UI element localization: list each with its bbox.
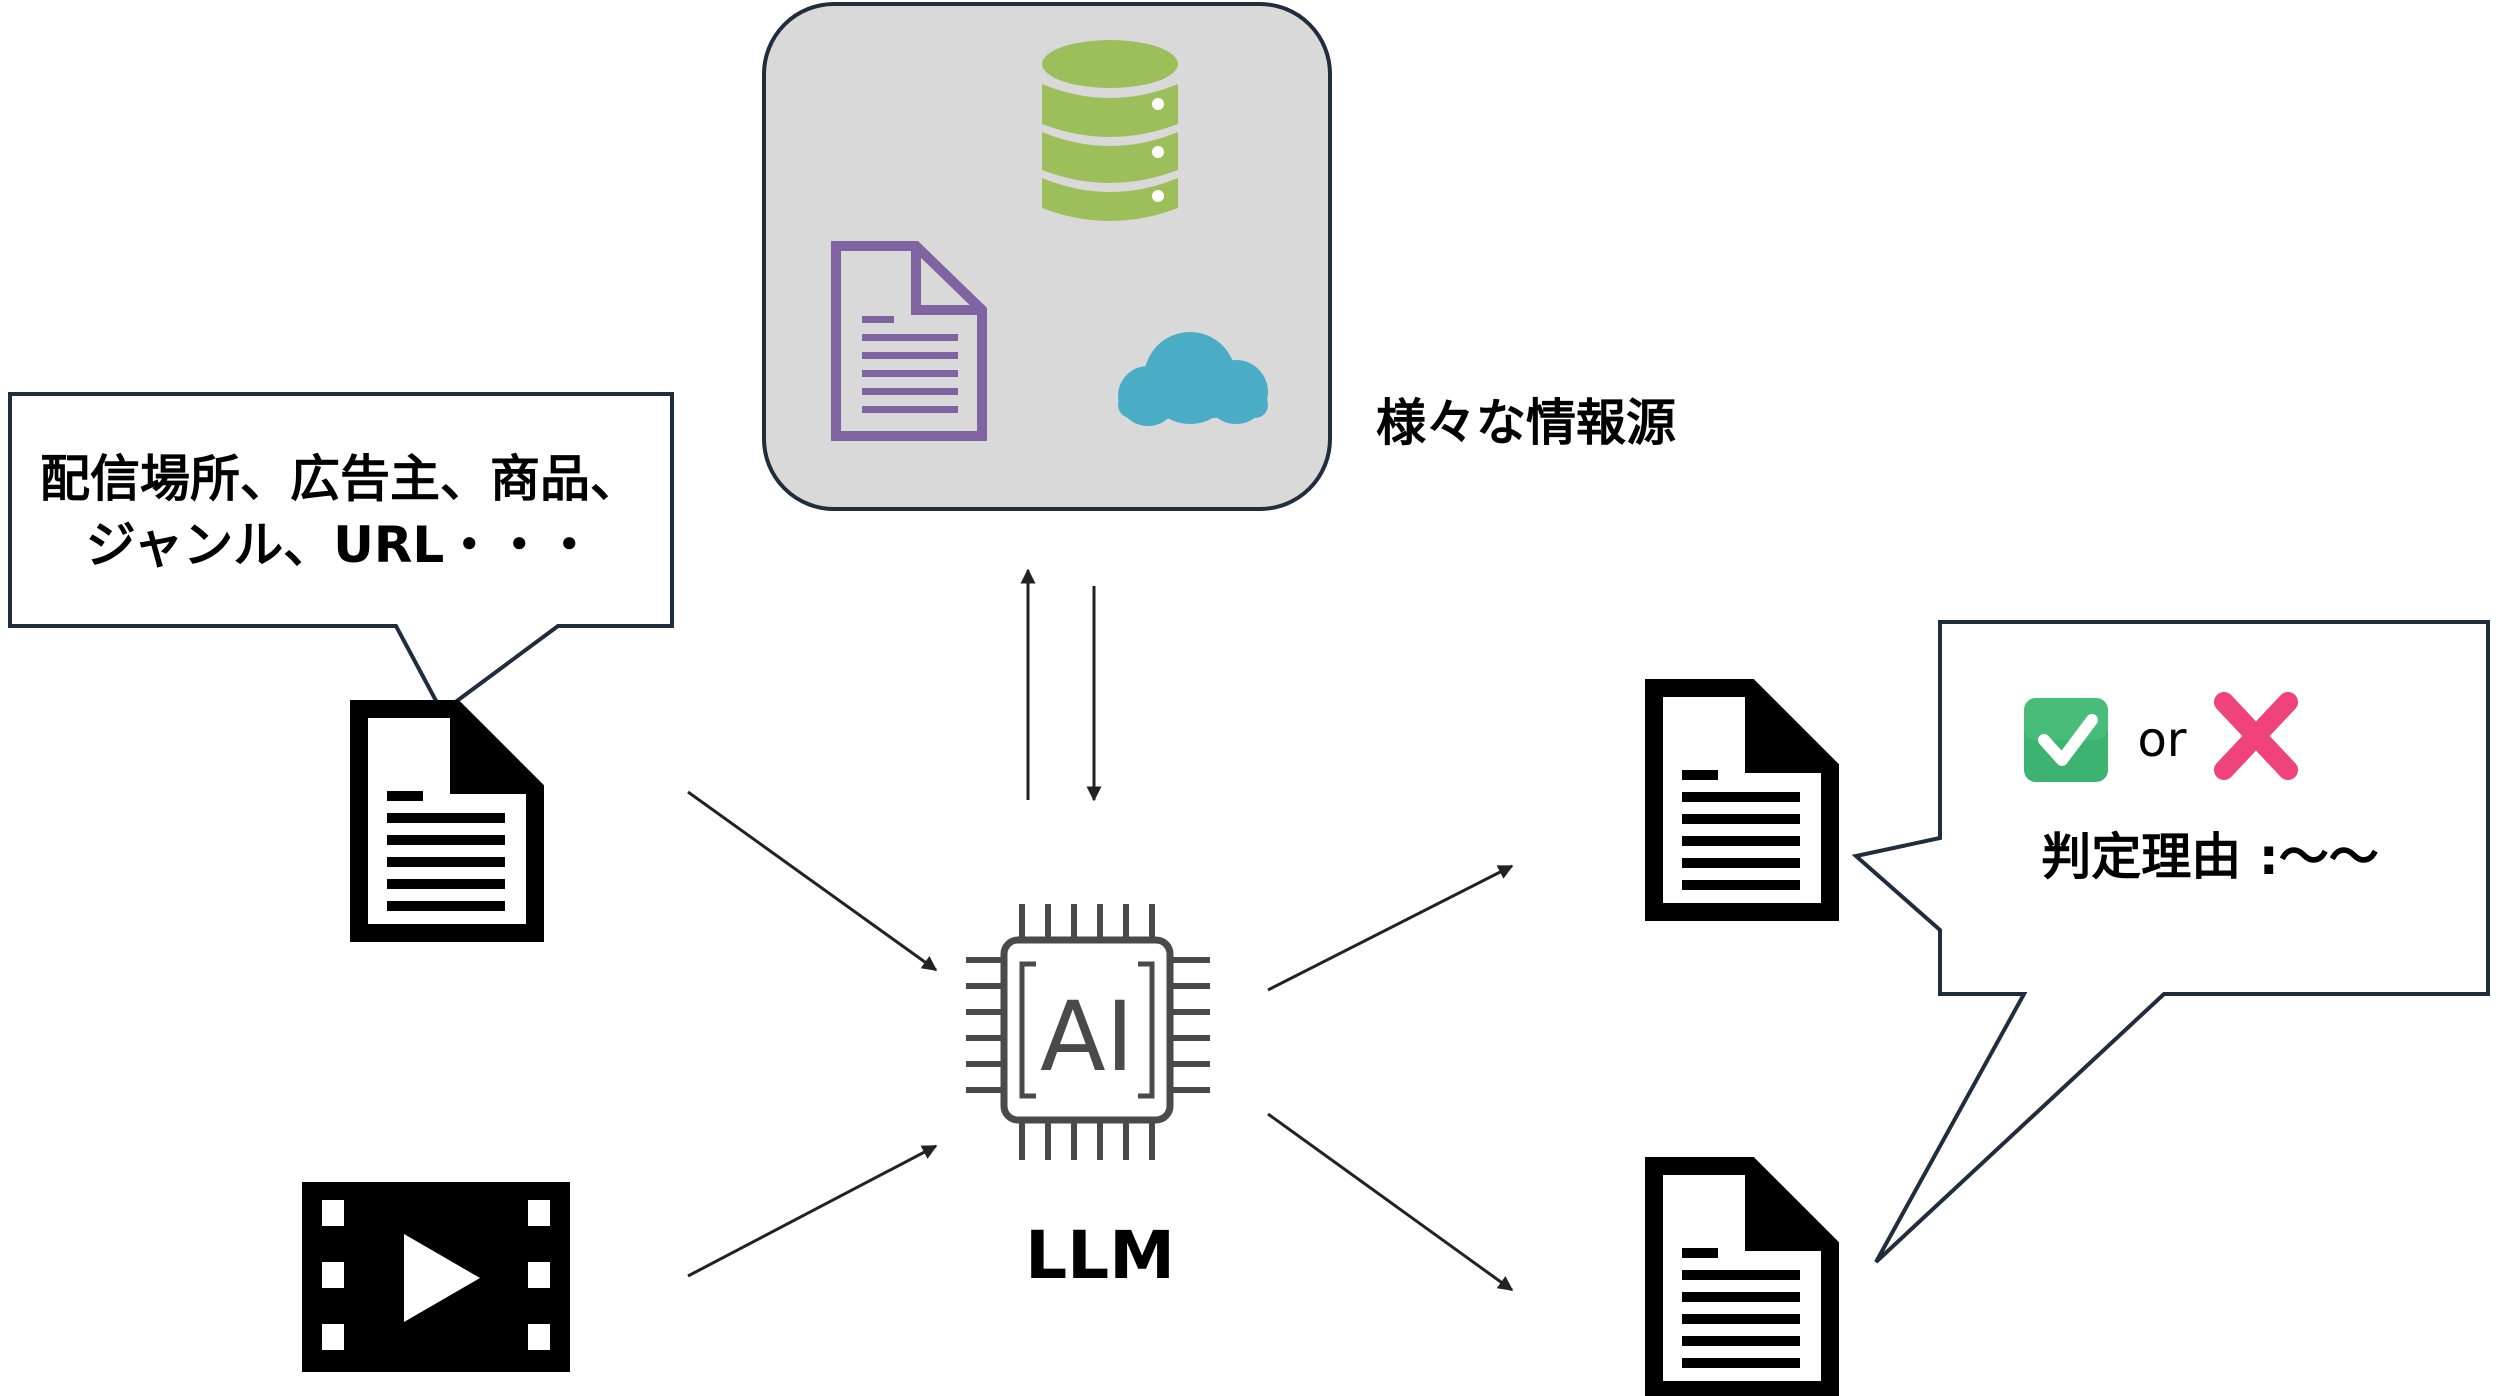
output-document-top-icon	[1654, 688, 1830, 912]
source-document-icon	[831, 241, 987, 441]
film-play-icon	[302, 1182, 570, 1372]
arrow-document-to-llm	[687, 790, 938, 972]
ai-chip-text: AI	[1040, 981, 1134, 1093]
arrow-video-to-llm	[687, 1144, 938, 1278]
sources-panel	[762, 2, 1332, 511]
input-document-icon	[359, 709, 535, 933]
sources-label: 様々な情報源	[1376, 394, 1676, 452]
cross-mark-icon	[2214, 692, 2298, 780]
input-callout-line1: 配信場所、広告主、商品、	[40, 450, 640, 508]
input-callout: 配信場所、広告主、商品、 ジャンル、URL・・・	[8, 392, 674, 715]
output-document-bottom-icon	[1654, 1166, 1830, 1390]
database-icon	[1042, 40, 1178, 221]
cloud-icon	[1118, 332, 1268, 426]
llm-label: LLM	[1025, 1217, 1175, 1294]
check-mark-icon	[2024, 698, 2108, 782]
result-callout: or 判定理由 :〜〜	[1851, 620, 2490, 1264]
arrow-llm-to-output-top	[1267, 864, 1514, 992]
or-text: or	[2137, 712, 2186, 768]
input-callout-line2: ジャンル、URL・・・	[86, 516, 594, 574]
ai-chip-icon: AI	[966, 904, 1210, 1160]
arrow-llm-to-output-bottom	[1267, 1112, 1514, 1292]
reason-text: 判定理由 :〜〜	[2041, 828, 2378, 886]
